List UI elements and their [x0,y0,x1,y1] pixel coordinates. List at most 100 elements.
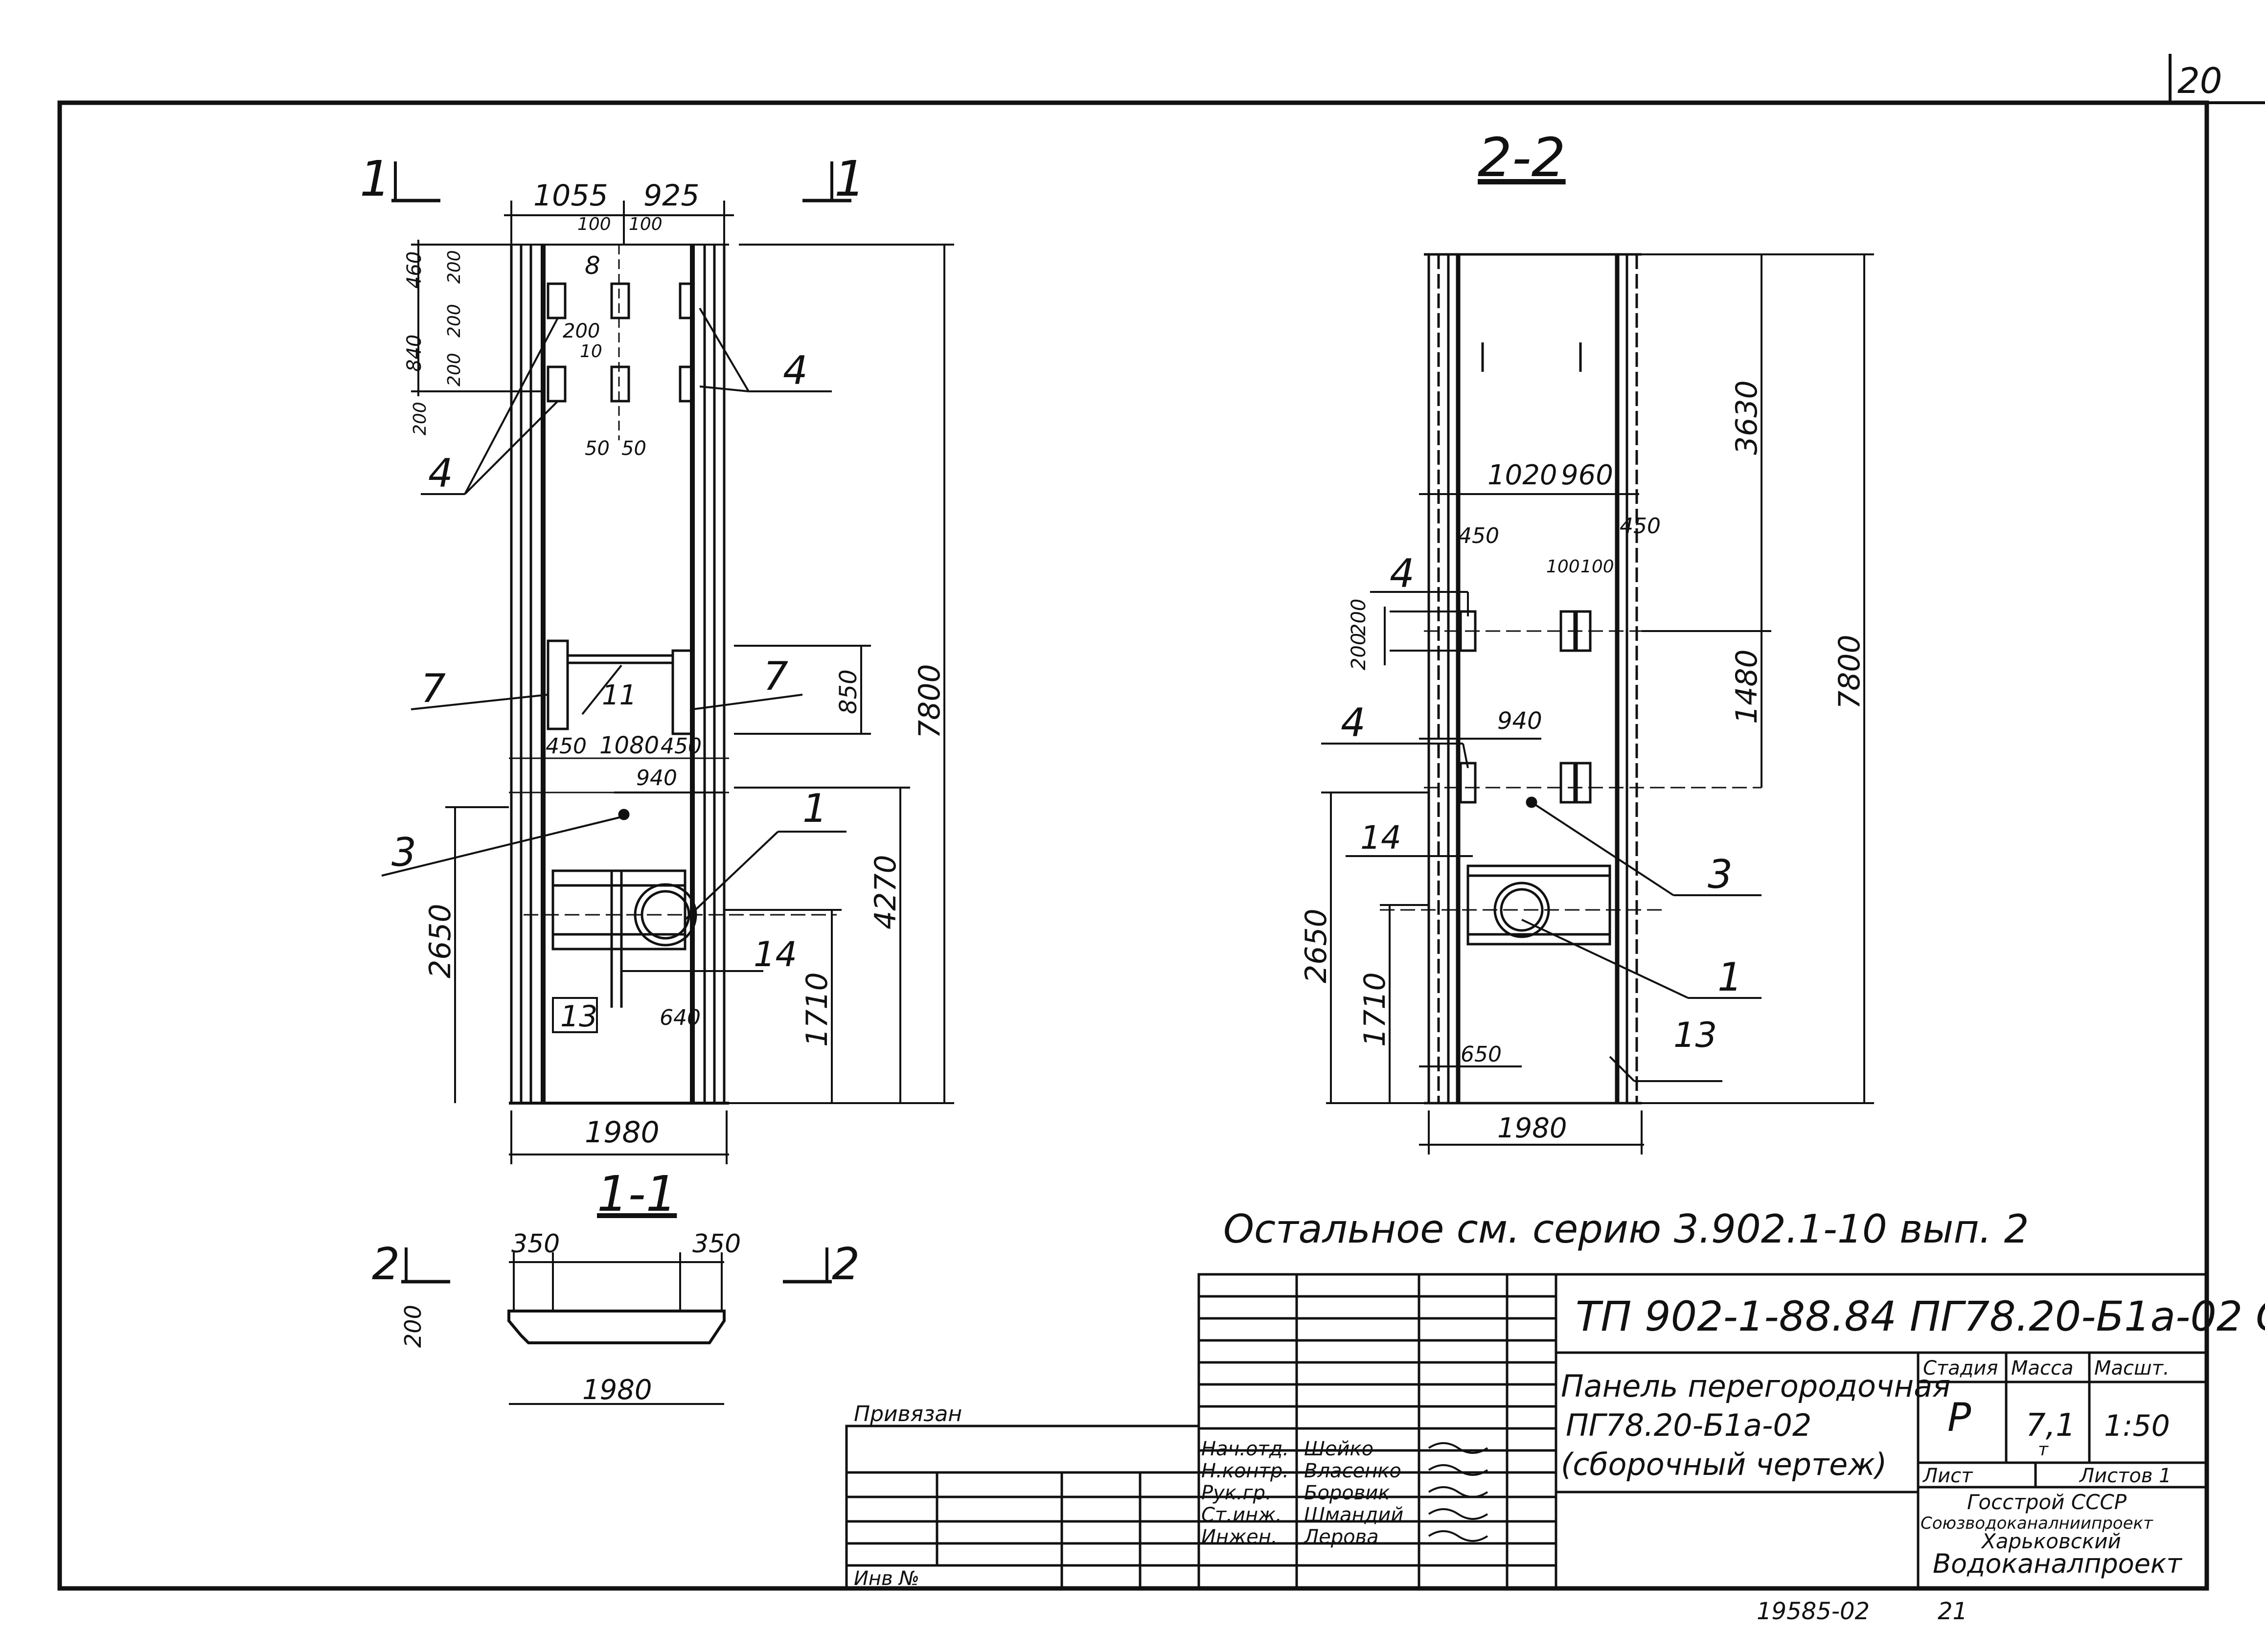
section-2-2-plates [1424,610,1762,804]
elevation-callouts: 4 4 7 11 7 3 1 14 13 [381,307,847,1034]
section-mark-1-left: 1 [360,150,391,207]
title-line-3: (сборочный чертеж) [1561,1447,1887,1482]
dim-7800: 7800 [913,664,947,739]
dim-450-b: 450 [661,734,702,759]
dim-840: 840 [403,335,426,372]
name-3: Боровик [1304,1482,1390,1504]
dim-1710: 1710 [800,972,834,1047]
sheet-label: Лист [1922,1465,1973,1487]
mass-unit: т [2038,1440,2049,1460]
sheets-label: Листов 1 [2079,1465,2172,1487]
col-mass: Масса [2011,1357,2074,1380]
section-1-1-dim-350-b: 350 [692,1229,741,1259]
section-1-1-dim-200: 200 [400,1305,426,1348]
dim-50-b: 50 [621,437,646,460]
dim-2650: 2650 [423,904,458,978]
org-line-4: Водоканалпроект [1933,1548,2183,1579]
callout-14: 14 [754,934,797,974]
callout-11: 11 [602,679,637,711]
name-4: Шмандий [1304,1504,1403,1526]
s22-dim-1020: 1020 [1487,459,1557,491]
inv-label: Инв № [854,1567,919,1590]
callout-13: 13 [560,999,597,1034]
dim-100-a: 100 [577,214,611,234]
s22-dim-200-a: 200 [1348,599,1370,636]
s22-dim-100-a: 100 [1546,557,1580,577]
name-5: Лерова [1303,1526,1379,1548]
s22-dim-650: 650 [1461,1042,1502,1067]
s22-dim-450-a: 450 [1458,523,1499,548]
section-2-2: 2-2 [1299,126,1874,1154]
s22-dim-100-b: 100 [1580,557,1614,577]
section-1-1-dim-1980: 1980 [582,1374,652,1406]
dim-940: 940 [636,766,677,791]
title-line-1: Панель перегородочная [1561,1368,1950,1404]
scale-value: 1:50 [2104,1409,2170,1443]
s22-callout-13: 13 [1673,1015,1717,1055]
elevation-dimension-labels: 1055 925 100 100 8 10 200 50 50 840 460 … [403,179,947,1150]
s22-callout-3: 3 [1708,852,1733,897]
section-1-1-dim-350-a: 350 [511,1229,560,1259]
dim-200-2: 200 [444,304,464,338]
s22-dim-2650: 2650 [1299,908,1333,983]
elevation-dimensions [411,201,954,1164]
section-1-1-profile [507,1310,726,1344]
s22-dim-3630: 3630 [1730,380,1764,455]
s22-dim-960: 960 [1561,459,1613,491]
dim-1980: 1980 [585,1115,660,1150]
footer-number: 19585-02 [1757,1598,1870,1625]
reference-note: Остальное см. серию 3.902.1-10 вып. 2 [1223,1206,2029,1252]
section-2-2-title: 2-2 [1478,126,1566,189]
section-1-1-title: 1-1 [597,1165,677,1222]
role-1: Нач.отд. [1201,1438,1289,1460]
title-line-2: ПГ78.20-Б1а-02 [1566,1407,1811,1443]
dim-460: 460 [403,251,426,289]
dim-200-4: 200 [410,402,430,435]
s22-dim-940: 940 [1497,707,1542,735]
privyazan-label: Привязан [854,1402,962,1426]
s22-callout-14: 14 [1360,819,1401,857]
dim-200-mid: 200 [563,320,600,342]
role-5: Инжен. [1201,1526,1278,1548]
dim-925: 925 [643,179,700,213]
role-2: Н.контр. [1201,1460,1289,1482]
dim-50-a: 50 [585,437,610,460]
org-line-3: Харьковский [1981,1529,2121,1553]
section-1-1: 1-1 2 2 350 350 200 1980 [372,1165,860,1406]
section-mark-2-left: 2 [372,1239,400,1290]
section-2-2-dimensions [1321,253,1874,1154]
dim-640: 640 [660,1005,701,1030]
section-2-2-callouts: 4 4 14 3 1 13 [1321,551,1762,1082]
section-2-2-dimension-labels: 1020 960 450 450 100 100 200 200 940 650… [1299,380,1867,1144]
stage-value: Р [1947,1395,1971,1440]
dim-1055: 1055 [533,179,608,213]
s22-dim-200-b: 200 [1348,633,1370,670]
name-2: Власенко [1304,1460,1401,1482]
section-2-2-opening [1380,796,1664,946]
callout-7-right: 7 [763,654,788,699]
dim-100-b: 100 [629,214,663,234]
col-scale: Масшт. [2094,1357,2170,1380]
s22-dim-450-b: 450 [1620,514,1661,539]
s22-callout-4-bottom: 4 [1341,700,1366,746]
role-4: Ст.инж. [1201,1504,1282,1526]
s22-callout-1: 1 [1717,954,1742,1000]
dim-850: 850 [835,669,862,714]
role-3: Рук.гр. [1201,1482,1272,1504]
name-1: Шейко [1304,1438,1373,1460]
dim-4270: 4270 [869,855,903,929]
pipe-opening [524,809,837,1008]
signatures [1428,1442,1488,1542]
section-mark-2-right: 2 [832,1239,860,1290]
drawing-code: ТП 902-1-88.84 ПГ78.20-Б1а-02 СБ [1576,1292,2265,1340]
mass-value: 7,1 [2026,1407,2076,1444]
s22-dim-1980: 1980 [1497,1112,1567,1144]
dim-450-a: 450 [546,734,587,759]
dim-10: 10 [580,341,602,362]
org-line-1: Госстрой СССР [1967,1490,2127,1514]
elevation-view: 1055 925 100 100 8 10 200 50 50 840 460 … [360,150,954,1164]
s22-dim-1710: 1710 [1358,972,1392,1047]
embedded-plates [547,245,694,440]
callout-3: 3 [391,830,416,875]
section-mark-1-right: 1 [834,150,866,207]
